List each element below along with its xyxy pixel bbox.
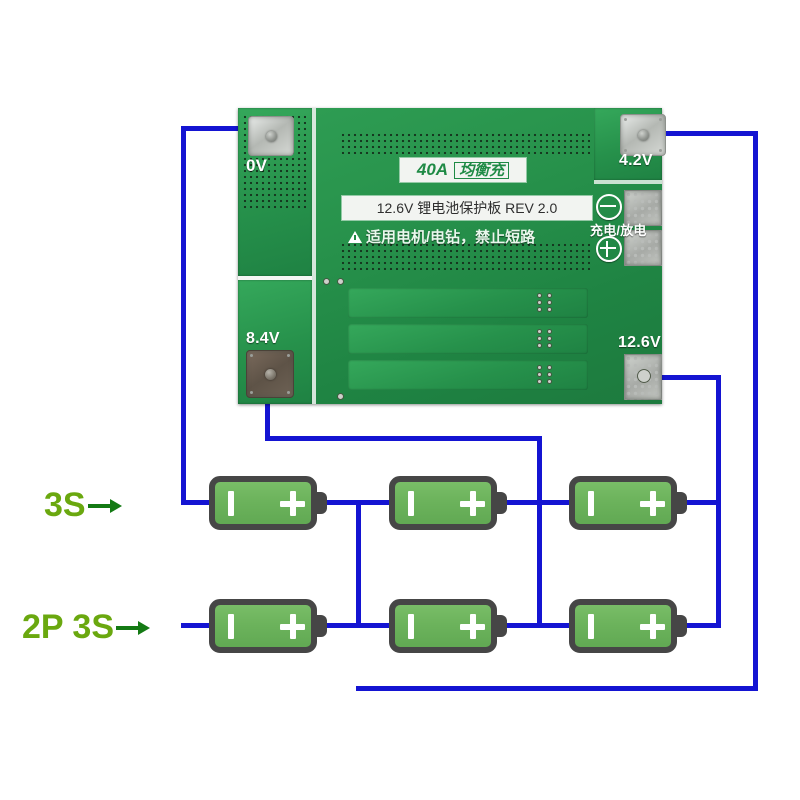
silkscreen-warning-text: 适用电机/电钻，禁止短路 xyxy=(366,229,536,246)
pcb-gap-vertical xyxy=(312,108,316,404)
wire-0v-vertical xyxy=(181,126,186,503)
minus-terminal-symbol-icon xyxy=(596,194,622,220)
wire-0v-to-batt4-minus xyxy=(181,623,214,628)
battery-plus-marking-icon xyxy=(460,614,485,639)
battery-terminal-nub xyxy=(314,615,327,637)
battery-cell-4[interactable] xyxy=(209,599,327,653)
silkscreen-current-rating: 40A xyxy=(416,160,449,179)
battery-cell-3[interactable] xyxy=(569,476,687,530)
wire-batt3-plus-to-bus xyxy=(680,500,721,505)
terminal-8v4[interactable] xyxy=(246,350,294,398)
wire-4v2-horizontal xyxy=(640,131,758,136)
via-array-top-center xyxy=(340,132,590,154)
battery-plus-marking-icon xyxy=(280,491,305,516)
battery-minus-marking-icon xyxy=(588,491,594,516)
wire-batt1-plus-to-batt2-minus xyxy=(320,500,395,505)
battery-terminal-nub xyxy=(494,492,507,514)
solder-pad-charge-plus xyxy=(624,230,662,266)
silkscreen-charge-discharge: 充电/放电 xyxy=(590,223,647,238)
wire-4v2-vertical xyxy=(753,131,758,691)
warning-triangle-icon xyxy=(348,230,362,243)
battery-terminal-nub xyxy=(674,492,687,514)
mounting-hole-1 xyxy=(338,279,343,284)
wire-batt5-plus-link xyxy=(500,623,540,628)
plus-terminal-symbol-icon xyxy=(596,236,622,262)
battery-minus-marking-icon xyxy=(228,491,234,516)
silkscreen-model-text: 12.6V 锂电池保护板 REV 2.0 xyxy=(376,200,558,216)
mosfet-slot-1 xyxy=(348,288,588,318)
silkscreen-warning-row: 适用电机/电钻，禁止短路 xyxy=(348,226,535,247)
silkscreen-balance-charge: 均衡充 xyxy=(454,161,510,179)
pad-label-12v6: 12.6V xyxy=(618,334,661,351)
silkscreen-rating-box: 40A 均衡充 xyxy=(400,158,526,182)
battery-minus-marking-icon xyxy=(408,491,414,516)
solder-pad-12v6 xyxy=(624,354,662,400)
pcb-gap-left xyxy=(238,276,312,280)
pcb-gap-right xyxy=(594,180,662,184)
wire-12v6-horizontal xyxy=(648,375,721,380)
wire-8v4-to-batt3-minus xyxy=(537,500,574,505)
via-array-mid-center xyxy=(340,242,590,270)
wire-0v-horizontal xyxy=(181,126,261,131)
battery-terminal-nub xyxy=(314,492,327,514)
battery-terminal-nub xyxy=(674,615,687,637)
wire-batt4-plus-to-batt5-minus xyxy=(320,623,395,628)
solder-pad-charge-minus xyxy=(624,190,662,226)
label-3s-text: 3S xyxy=(44,486,86,524)
arrow-right-icon-top xyxy=(87,498,122,513)
battery-minus-marking-icon xyxy=(588,614,594,639)
wire-batt2-plus-link xyxy=(500,500,540,505)
battery-cell-1[interactable] xyxy=(209,476,327,530)
label-3s-row: 3S xyxy=(44,486,122,525)
battery-terminal-nub xyxy=(494,615,507,637)
pad-label-4v2: 4.2V xyxy=(619,152,653,169)
battery-minus-marking-icon xyxy=(228,614,234,639)
terminal-12v6-hole[interactable] xyxy=(638,370,650,382)
battery-cell-2[interactable] xyxy=(389,476,507,530)
terminal-0v[interactable] xyxy=(248,116,294,156)
bms-protection-board: 0V 4.2V 8.4V 12.6V 40A 均衡充 12.6V 锂电池保护板 … xyxy=(238,108,666,404)
battery-plus-marking-icon xyxy=(640,491,665,516)
arrow-right-icon-bottom xyxy=(116,620,151,635)
pad-label-8v4: 8.4V xyxy=(246,330,280,347)
mounting-hole-2 xyxy=(324,279,329,284)
silkscreen-model-box: 12.6V 锂电池保护板 REV 2.0 xyxy=(342,196,592,220)
battery-plus-marking-icon xyxy=(280,614,305,639)
pad-label-0v: 0V xyxy=(246,156,268,175)
label-2p3s-text: 2P 3S xyxy=(22,608,115,646)
battery-body xyxy=(209,476,317,530)
wire-8v4-to-batt6-minus xyxy=(537,623,574,628)
battery-plus-marking-icon xyxy=(460,491,485,516)
wire-8v4-vertical-b xyxy=(537,436,542,628)
mosfet-slot-2 xyxy=(348,324,588,354)
wire-8v4-horizontal xyxy=(265,436,542,441)
wire-8v4-vertical-a xyxy=(265,375,270,441)
wire-batt6-plus-to-bus xyxy=(680,623,721,628)
mounting-hole-3 xyxy=(338,394,343,399)
battery-cell-6[interactable] xyxy=(569,599,687,653)
battery-minus-marking-icon xyxy=(408,614,414,639)
wire-0v-to-batt1-minus xyxy=(181,500,214,505)
label-2p3s-row: 2P 3S xyxy=(22,608,151,647)
wire-bottom-return xyxy=(356,686,758,691)
battery-cell-5[interactable] xyxy=(389,599,507,653)
battery-plus-marking-icon xyxy=(640,614,665,639)
mosfet-slot-3 xyxy=(348,360,588,390)
wire-mid-junction-vertical xyxy=(356,500,361,628)
terminal-4v2[interactable] xyxy=(620,114,666,156)
